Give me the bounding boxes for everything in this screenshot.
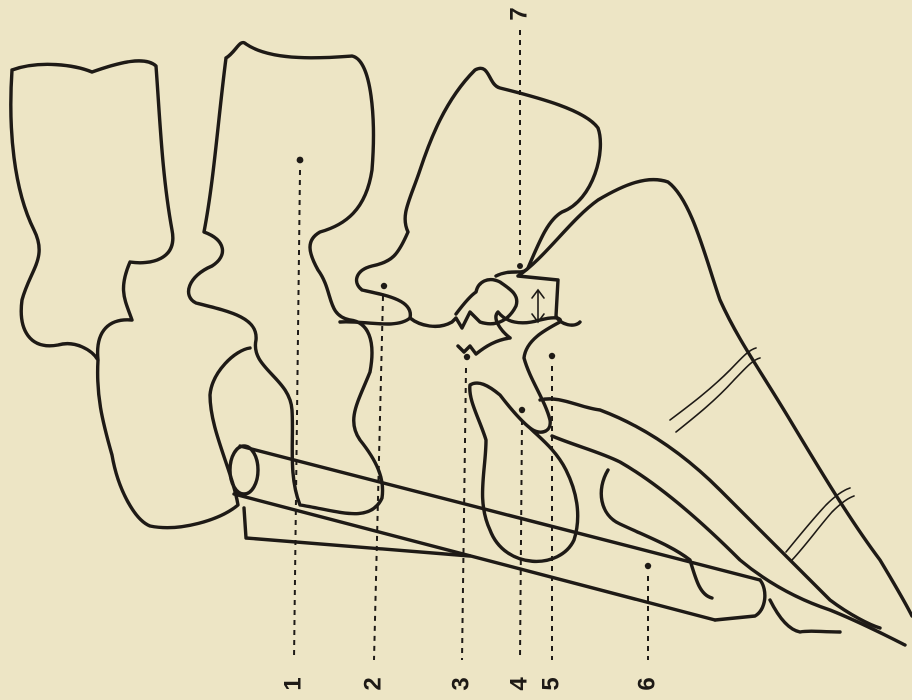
tube-upper-line [240, 446, 760, 580]
leader-4 [519, 407, 525, 660]
vertebra-c-outline [340, 68, 600, 324]
leader-6 [645, 563, 651, 660]
label-2: 2 [359, 677, 386, 690]
fracture-fragment-upper [410, 280, 517, 328]
sacrum-crack-upper [670, 348, 756, 420]
label-5: 5 [537, 677, 564, 690]
tube-end-ellipse [230, 446, 258, 494]
leader-1 [294, 157, 303, 660]
vertebra-b-outline [189, 43, 383, 514]
vertebra-a-outline [11, 61, 250, 528]
label-1: 1 [279, 677, 306, 690]
fracture-fragment-lower [458, 338, 510, 354]
leader-3 [462, 354, 470, 660]
plate-base-right [770, 600, 840, 632]
label-7: 7 [505, 7, 532, 20]
label-4: 4 [505, 677, 532, 691]
tube-end-right [715, 580, 765, 620]
sacrum-crack-lower [786, 488, 850, 552]
sacrum-outline [518, 180, 912, 616]
label-6: 6 [633, 677, 660, 690]
tail-base-curve [601, 470, 712, 598]
tail-upper-edge [540, 399, 880, 628]
leader-7 [517, 30, 523, 269]
label-3: 3 [447, 677, 474, 690]
sacrum-crack-lower-b [792, 496, 854, 560]
sacrum-crack-upper-b [676, 358, 760, 432]
vertebra-d-outline [470, 312, 578, 561]
tube-lower-line [234, 494, 715, 620]
